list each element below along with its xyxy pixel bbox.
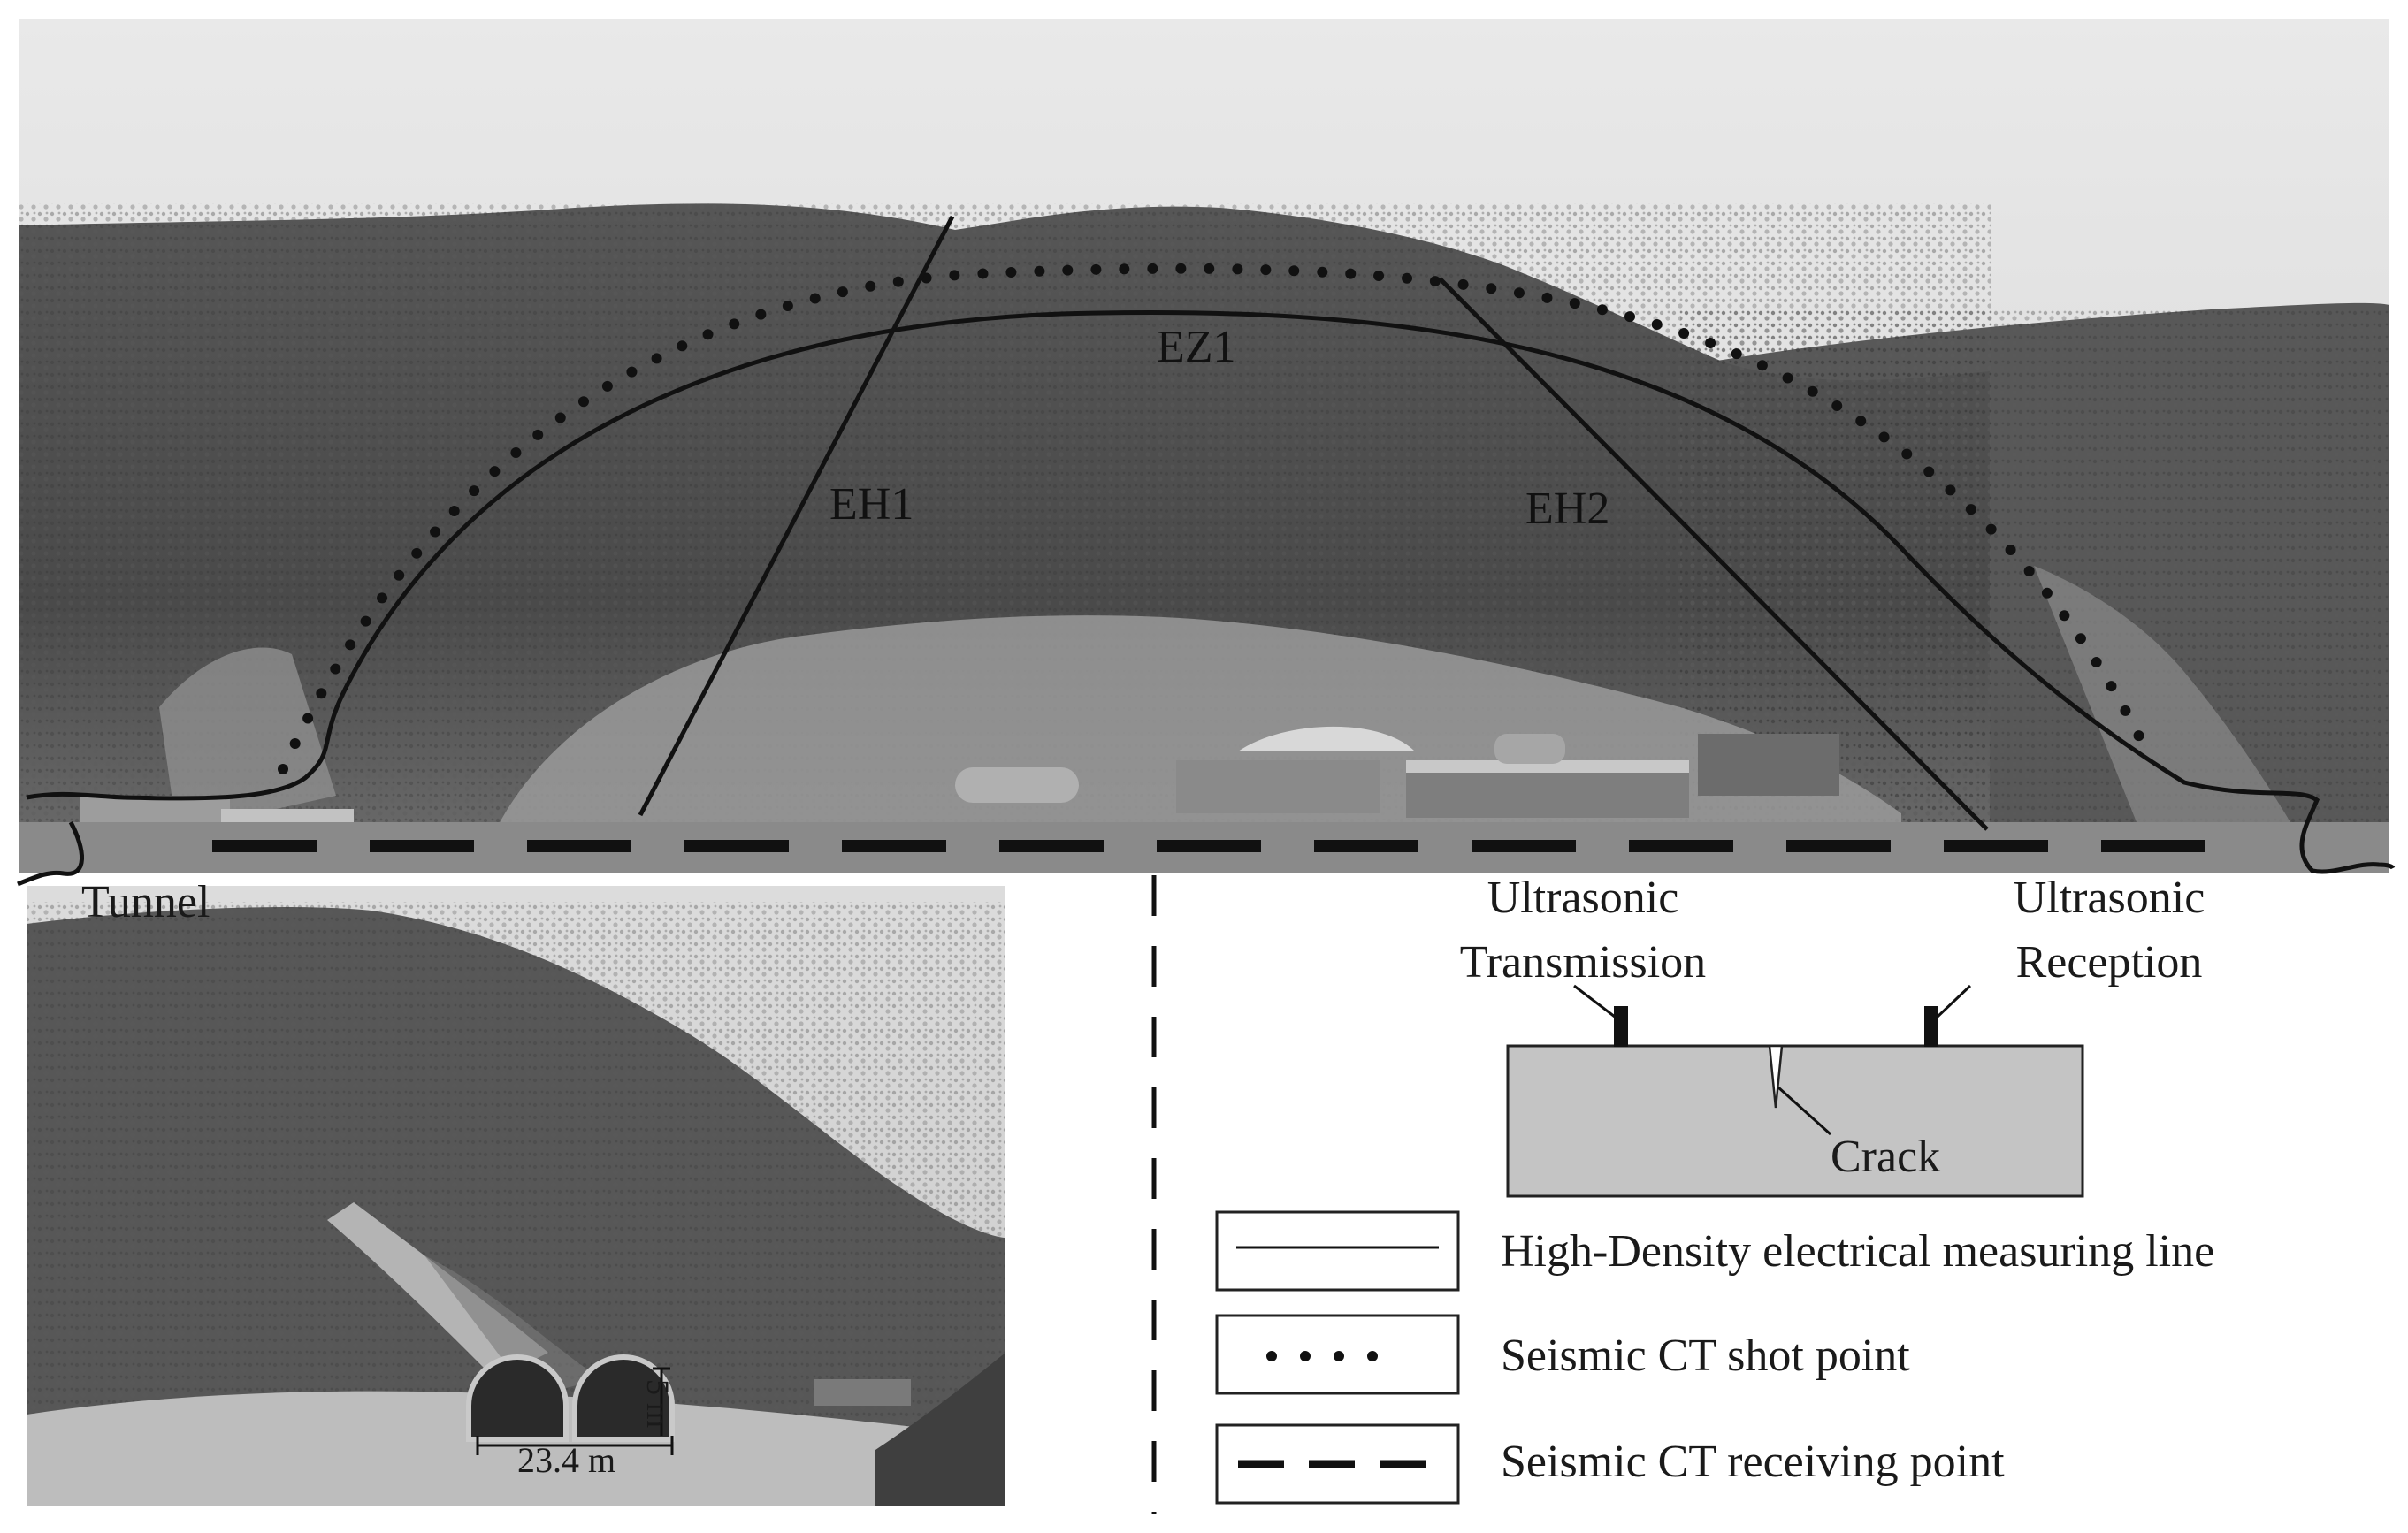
transmission-label-2: Transmission [1459, 937, 1707, 988]
eh1-label: EH1 [829, 479, 914, 530]
ultrasonic-schematic [1506, 984, 2084, 1198]
ez1-line [26, 310, 2396, 874]
inset-photo [27, 886, 1005, 1506]
legend [1215, 1210, 1460, 1505]
legend-dotted-label: Seismic CT shot point [1501, 1331, 1910, 1381]
transmitter-probe [1614, 1006, 1628, 1047]
reception-label-1: Ultrasonic [2013, 873, 2205, 923]
inset-scale [476, 1367, 674, 1455]
tunnel-label: Tunnel [81, 877, 210, 927]
eh2-label: EH2 [1525, 484, 1610, 534]
ez1-label: EZ1 [1157, 322, 1236, 372]
crack-shape [1768, 1044, 1784, 1109]
shot-point-curve [278, 263, 2145, 774]
inset-width-label: 23.4 m [517, 1440, 616, 1480]
reception-label-2: Reception [2015, 937, 2203, 988]
transmission-label-1: Ultrasonic [1487, 873, 1679, 923]
crack-label: Crack [1831, 1132, 1941, 1182]
legend-dashed-label: Seismic CT receiving point [1501, 1437, 2005, 1487]
inset-height-label: 5 m [640, 1379, 676, 1429]
eh2-line [1438, 277, 1989, 831]
legend-solid-label: High-Density electrical measuring line [1501, 1226, 2215, 1277]
measurement-overlay [17, 215, 2396, 887]
eh1-line [638, 215, 955, 817]
specimen-block [1506, 1044, 2084, 1198]
legend-solid-box [1215, 1210, 1460, 1292]
main-photo [19, 19, 2389, 873]
receiver-probe [1924, 1006, 1938, 1047]
